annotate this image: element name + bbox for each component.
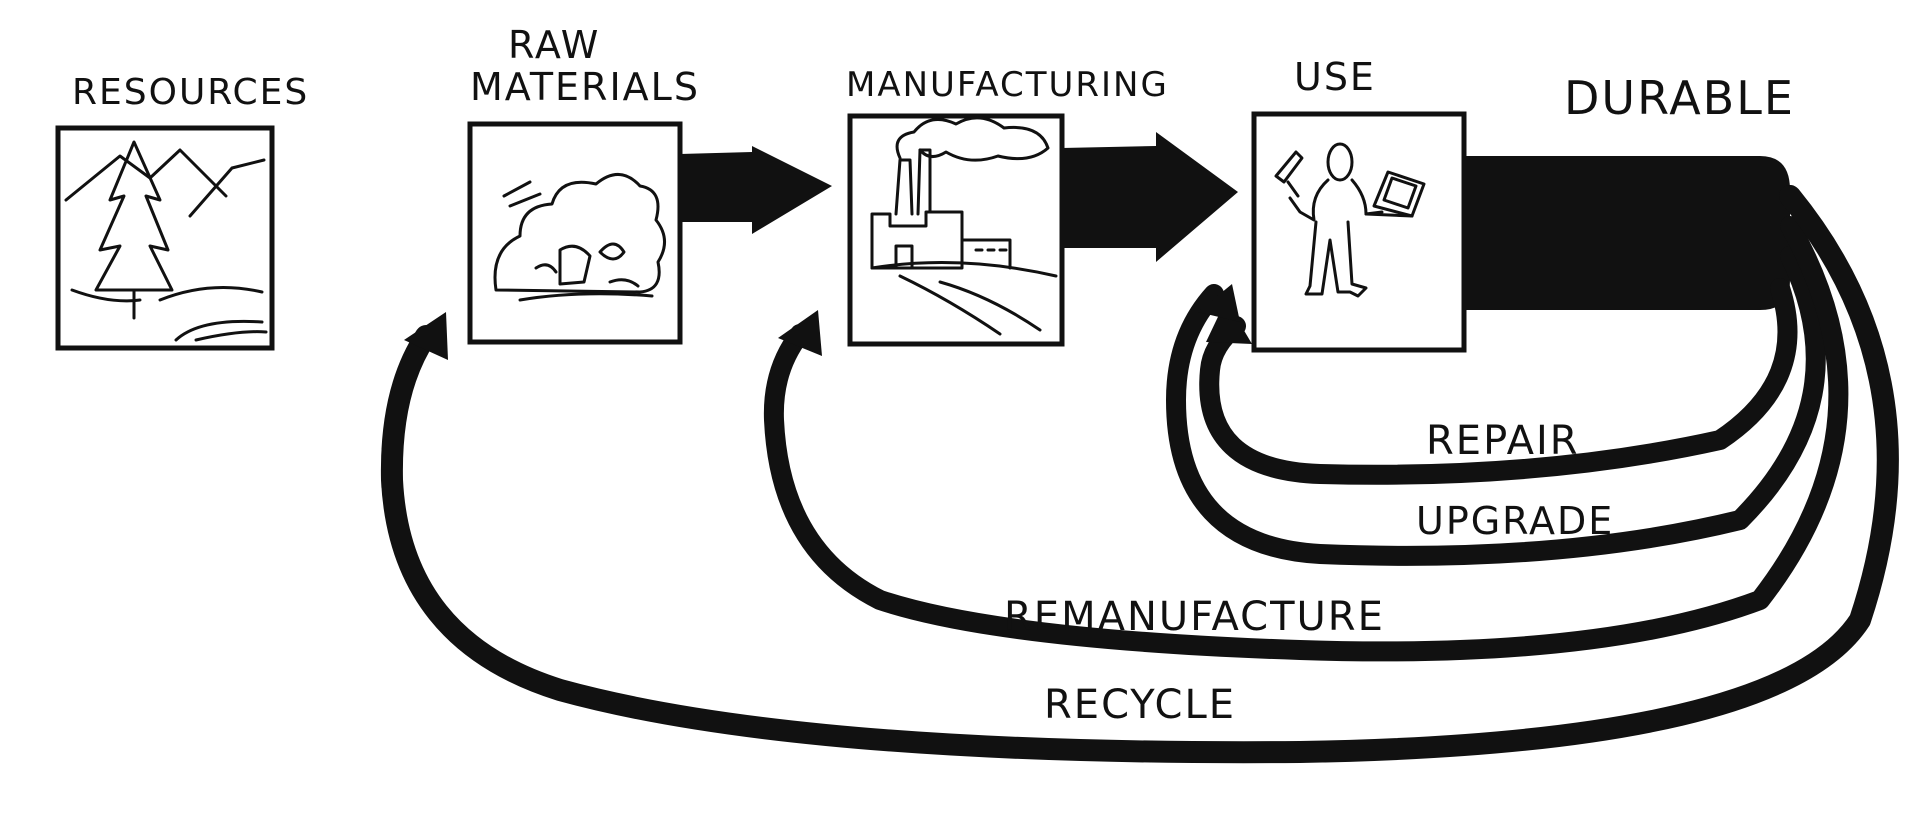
loop-upgrade [1166, 246, 1826, 566]
label-recycle: RECYCLE [1044, 682, 1236, 728]
loop-remanufacture [763, 216, 1849, 662]
factory-icon [870, 116, 1058, 336]
label-use: USE [1294, 55, 1376, 99]
label-resources: RESOURCES [72, 72, 309, 113]
arrowhead-remanufacture [778, 310, 822, 356]
label-repair: REPAIR [1426, 418, 1580, 464]
label-raw: RAW [508, 23, 600, 67]
label-remanufacture: REMANUFACTURE [1004, 594, 1385, 640]
label-materials: MATERIALS [470, 65, 700, 109]
landscape-icon [64, 140, 268, 342]
label-durable: DURABLE [1564, 71, 1795, 125]
arrow-raw-to-manufacturing [680, 146, 832, 234]
arrowhead-upgrade [1198, 284, 1240, 322]
resources-box [55, 125, 275, 351]
use-box [1251, 111, 1467, 353]
label-upgrade: UPGRADE [1416, 499, 1614, 543]
raw-materials-pile-icon [493, 173, 666, 302]
manufacturing-box [847, 113, 1065, 347]
arrow-manufacturing-to-use [1062, 132, 1238, 262]
durable-band [1464, 156, 1790, 310]
return-loops [380, 185, 1899, 764]
label-manufacturing: MANUFACTURING [846, 65, 1169, 105]
arrowhead-recycle [404, 312, 448, 360]
person-with-devices-icon [1274, 142, 1426, 298]
loop-recycle [380, 185, 1899, 764]
raw-materials-box [467, 121, 683, 345]
loop-repair [1199, 278, 1798, 485]
arrowhead-repair [1206, 300, 1252, 344]
